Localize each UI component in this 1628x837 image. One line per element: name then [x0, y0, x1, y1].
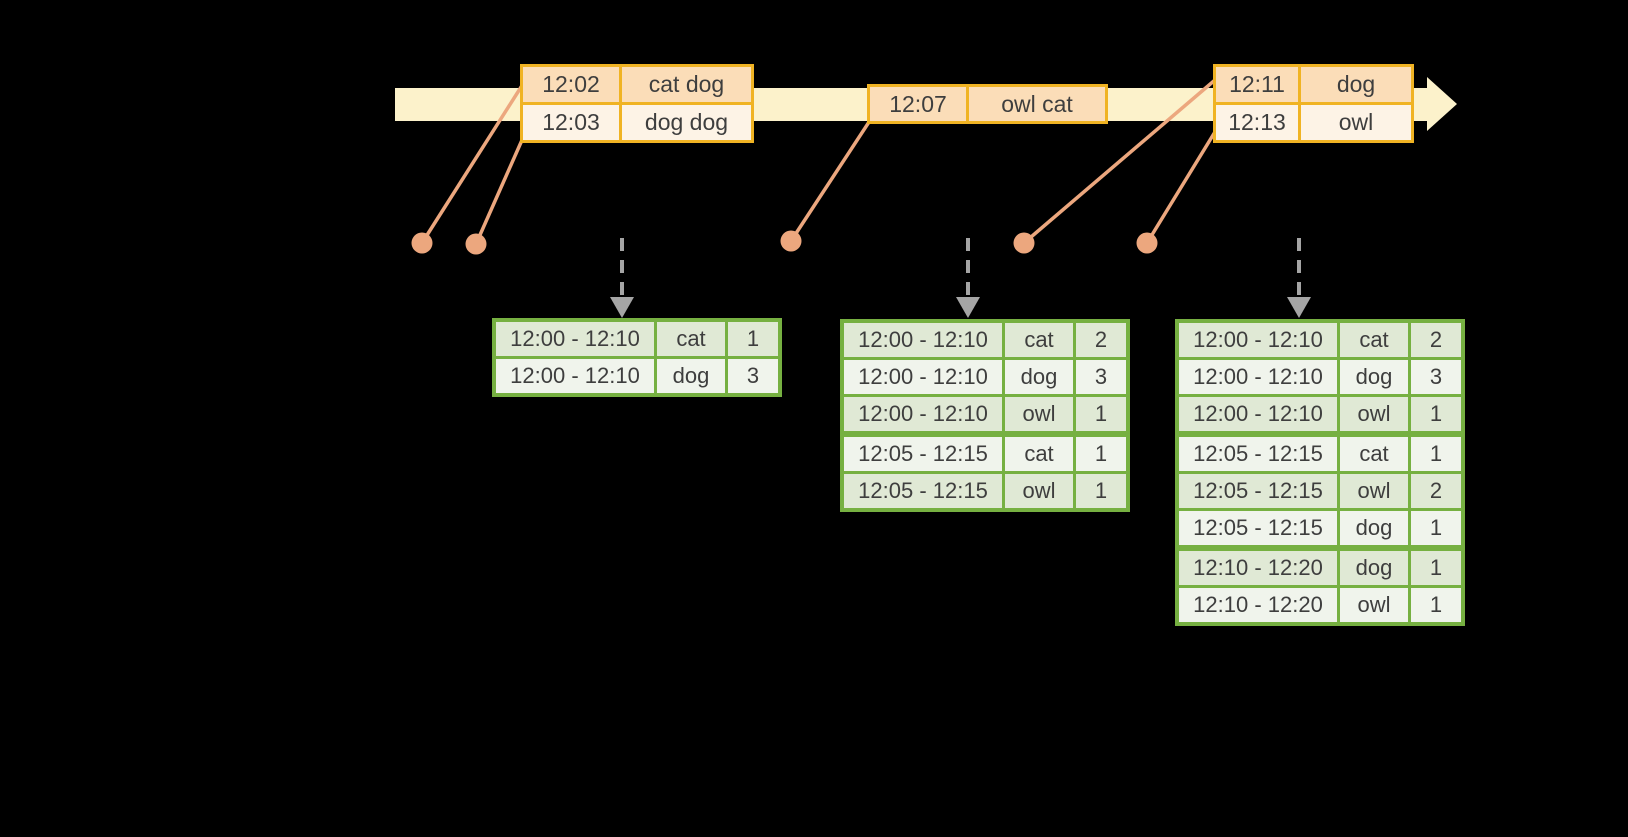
event-time-cell: 12:02: [520, 64, 622, 105]
event-time-cell: 12:03: [520, 102, 622, 143]
count-cell: 3: [1073, 357, 1130, 397]
connector-line: [1022, 78, 1217, 245]
window-cell: 12:00 - 12:10: [840, 319, 1005, 360]
window-cell: 12:05 - 12:15: [1175, 508, 1340, 550]
count-cell: 1: [1408, 545, 1465, 588]
window-cell: 12:10 - 12:20: [1175, 545, 1340, 588]
count-cell: 2: [1408, 319, 1465, 360]
word-cell: cat: [1337, 431, 1411, 474]
event-time-cell: 12:13: [1213, 102, 1301, 143]
event-row: 12:13 owl: [1213, 102, 1414, 143]
connector-line: [474, 130, 528, 245]
result-row: 12:05 - 12:15 owl 1: [840, 471, 1130, 512]
result-row: 12:00 - 12:10 cat 1: [492, 318, 782, 359]
word-cell: cat: [1002, 319, 1076, 360]
result-row: 12:05 - 12:15 owl 2: [1175, 471, 1465, 511]
window-cell: 12:00 - 12:10: [1175, 319, 1340, 360]
count-cell: 2: [1408, 471, 1465, 511]
event-row: 12:02 cat dog: [520, 64, 754, 105]
event-dot: [1013, 232, 1035, 254]
count-cell: 2: [1073, 319, 1130, 360]
event-dots: [411, 230, 1158, 255]
result-table-3: 12:00 - 12:10 cat 2 12:00 - 12:10 dog 3 …: [1175, 319, 1465, 626]
event-words-cell: owl cat: [966, 84, 1108, 124]
result-row: 12:00 - 12:10 owl 1: [840, 394, 1130, 436]
timeline-arrowhead-icon: [1427, 77, 1457, 131]
count-cell: 1: [725, 318, 782, 359]
result-table-2: 12:00 - 12:10 cat 2 12:00 - 12:10 dog 3 …: [840, 319, 1130, 512]
word-cell: dog: [1337, 508, 1411, 550]
window-cell: 12:00 - 12:10: [840, 357, 1005, 397]
word-cell: owl: [1337, 394, 1411, 436]
count-cell: 3: [1408, 357, 1465, 397]
result-row: 12:10 - 12:20 owl 1: [1175, 585, 1465, 626]
event-dot: [465, 233, 487, 255]
trigger-arrowhead-icon: [610, 297, 634, 318]
count-cell: 1: [1408, 508, 1465, 550]
connector-line: [789, 121, 871, 242]
word-cell: owl: [1337, 585, 1411, 626]
result-row: 12:00 - 12:10 owl 1: [1175, 394, 1465, 436]
word-cell: owl: [1002, 394, 1076, 436]
result-row: 12:00 - 12:10 dog 3: [840, 357, 1130, 397]
result-table-1: 12:00 - 12:10 cat 1 12:00 - 12:10 dog 3: [492, 318, 782, 397]
window-cell: 12:00 - 12:10: [1175, 394, 1340, 436]
connector-lines: [420, 78, 1220, 245]
event-row: 12:11 dog: [1213, 64, 1414, 105]
count-cell: 1: [1073, 431, 1130, 474]
event-table-3: 12:11 dog 12:13 owl: [1213, 64, 1414, 143]
result-row: 12:10 - 12:20 dog 1: [1175, 545, 1465, 588]
word-cell: dog: [1002, 357, 1076, 397]
word-cell: cat: [1002, 431, 1076, 474]
result-row: 12:00 - 12:10 cat 2: [840, 319, 1130, 360]
word-cell: dog: [1337, 357, 1411, 397]
result-row: 12:00 - 12:10 cat 2: [1175, 319, 1465, 360]
result-row: 12:00 - 12:10 dog 3: [492, 356, 782, 397]
trigger-arrowhead-icon: [956, 297, 980, 318]
window-cell: 12:10 - 12:20: [1175, 585, 1340, 626]
window-cell: 12:05 - 12:15: [840, 471, 1005, 512]
event-table-1: 12:02 cat dog 12:03 dog dog: [520, 64, 754, 143]
window-cell: 12:00 - 12:10: [492, 318, 657, 359]
event-dot: [411, 232, 433, 254]
count-cell: 1: [1408, 585, 1465, 626]
event-table-2: 12:07 owl cat: [867, 84, 1108, 124]
result-row: 12:05 - 12:15 cat 1: [1175, 431, 1465, 474]
count-cell: 1: [1408, 394, 1465, 436]
window-cell: 12:05 - 12:15: [1175, 431, 1340, 474]
count-cell: 1: [1408, 431, 1465, 474]
window-cell: 12:00 - 12:10: [1175, 357, 1340, 397]
connector-line: [420, 83, 525, 244]
connector-line: [1145, 126, 1220, 244]
event-words-cell: cat dog: [619, 64, 754, 105]
event-time-cell: 12:11: [1213, 64, 1301, 105]
word-cell: dog: [654, 356, 728, 397]
word-cell: cat: [654, 318, 728, 359]
event-dot: [780, 230, 802, 252]
result-row: 12:05 - 12:15 dog 1: [1175, 508, 1465, 550]
count-cell: 1: [1073, 394, 1130, 436]
trigger-arrows: [610, 238, 1311, 318]
event-dot: [1136, 232, 1158, 254]
word-cell: owl: [1337, 471, 1411, 511]
word-cell: owl: [1002, 471, 1076, 512]
trigger-arrowhead-icon: [1287, 297, 1311, 318]
count-cell: 1: [1073, 471, 1130, 512]
word-cell: dog: [1337, 545, 1411, 588]
count-cell: 3: [725, 356, 782, 397]
result-row: 12:00 - 12:10 dog 3: [1175, 357, 1465, 397]
event-words-cell: dog dog: [619, 102, 754, 143]
window-cell: 12:05 - 12:15: [840, 431, 1005, 474]
window-cell: 12:05 - 12:15: [1175, 471, 1340, 511]
event-row: 12:07 owl cat: [867, 84, 1108, 124]
event-words-cell: dog: [1298, 64, 1414, 105]
event-time-cell: 12:07: [867, 84, 969, 124]
word-cell: cat: [1337, 319, 1411, 360]
window-cell: 12:00 - 12:10: [840, 394, 1005, 436]
window-cell: 12:00 - 12:10: [492, 356, 657, 397]
event-words-cell: owl: [1298, 102, 1414, 143]
result-row: 12:05 - 12:15 cat 1: [840, 431, 1130, 474]
event-row: 12:03 dog dog: [520, 102, 754, 143]
